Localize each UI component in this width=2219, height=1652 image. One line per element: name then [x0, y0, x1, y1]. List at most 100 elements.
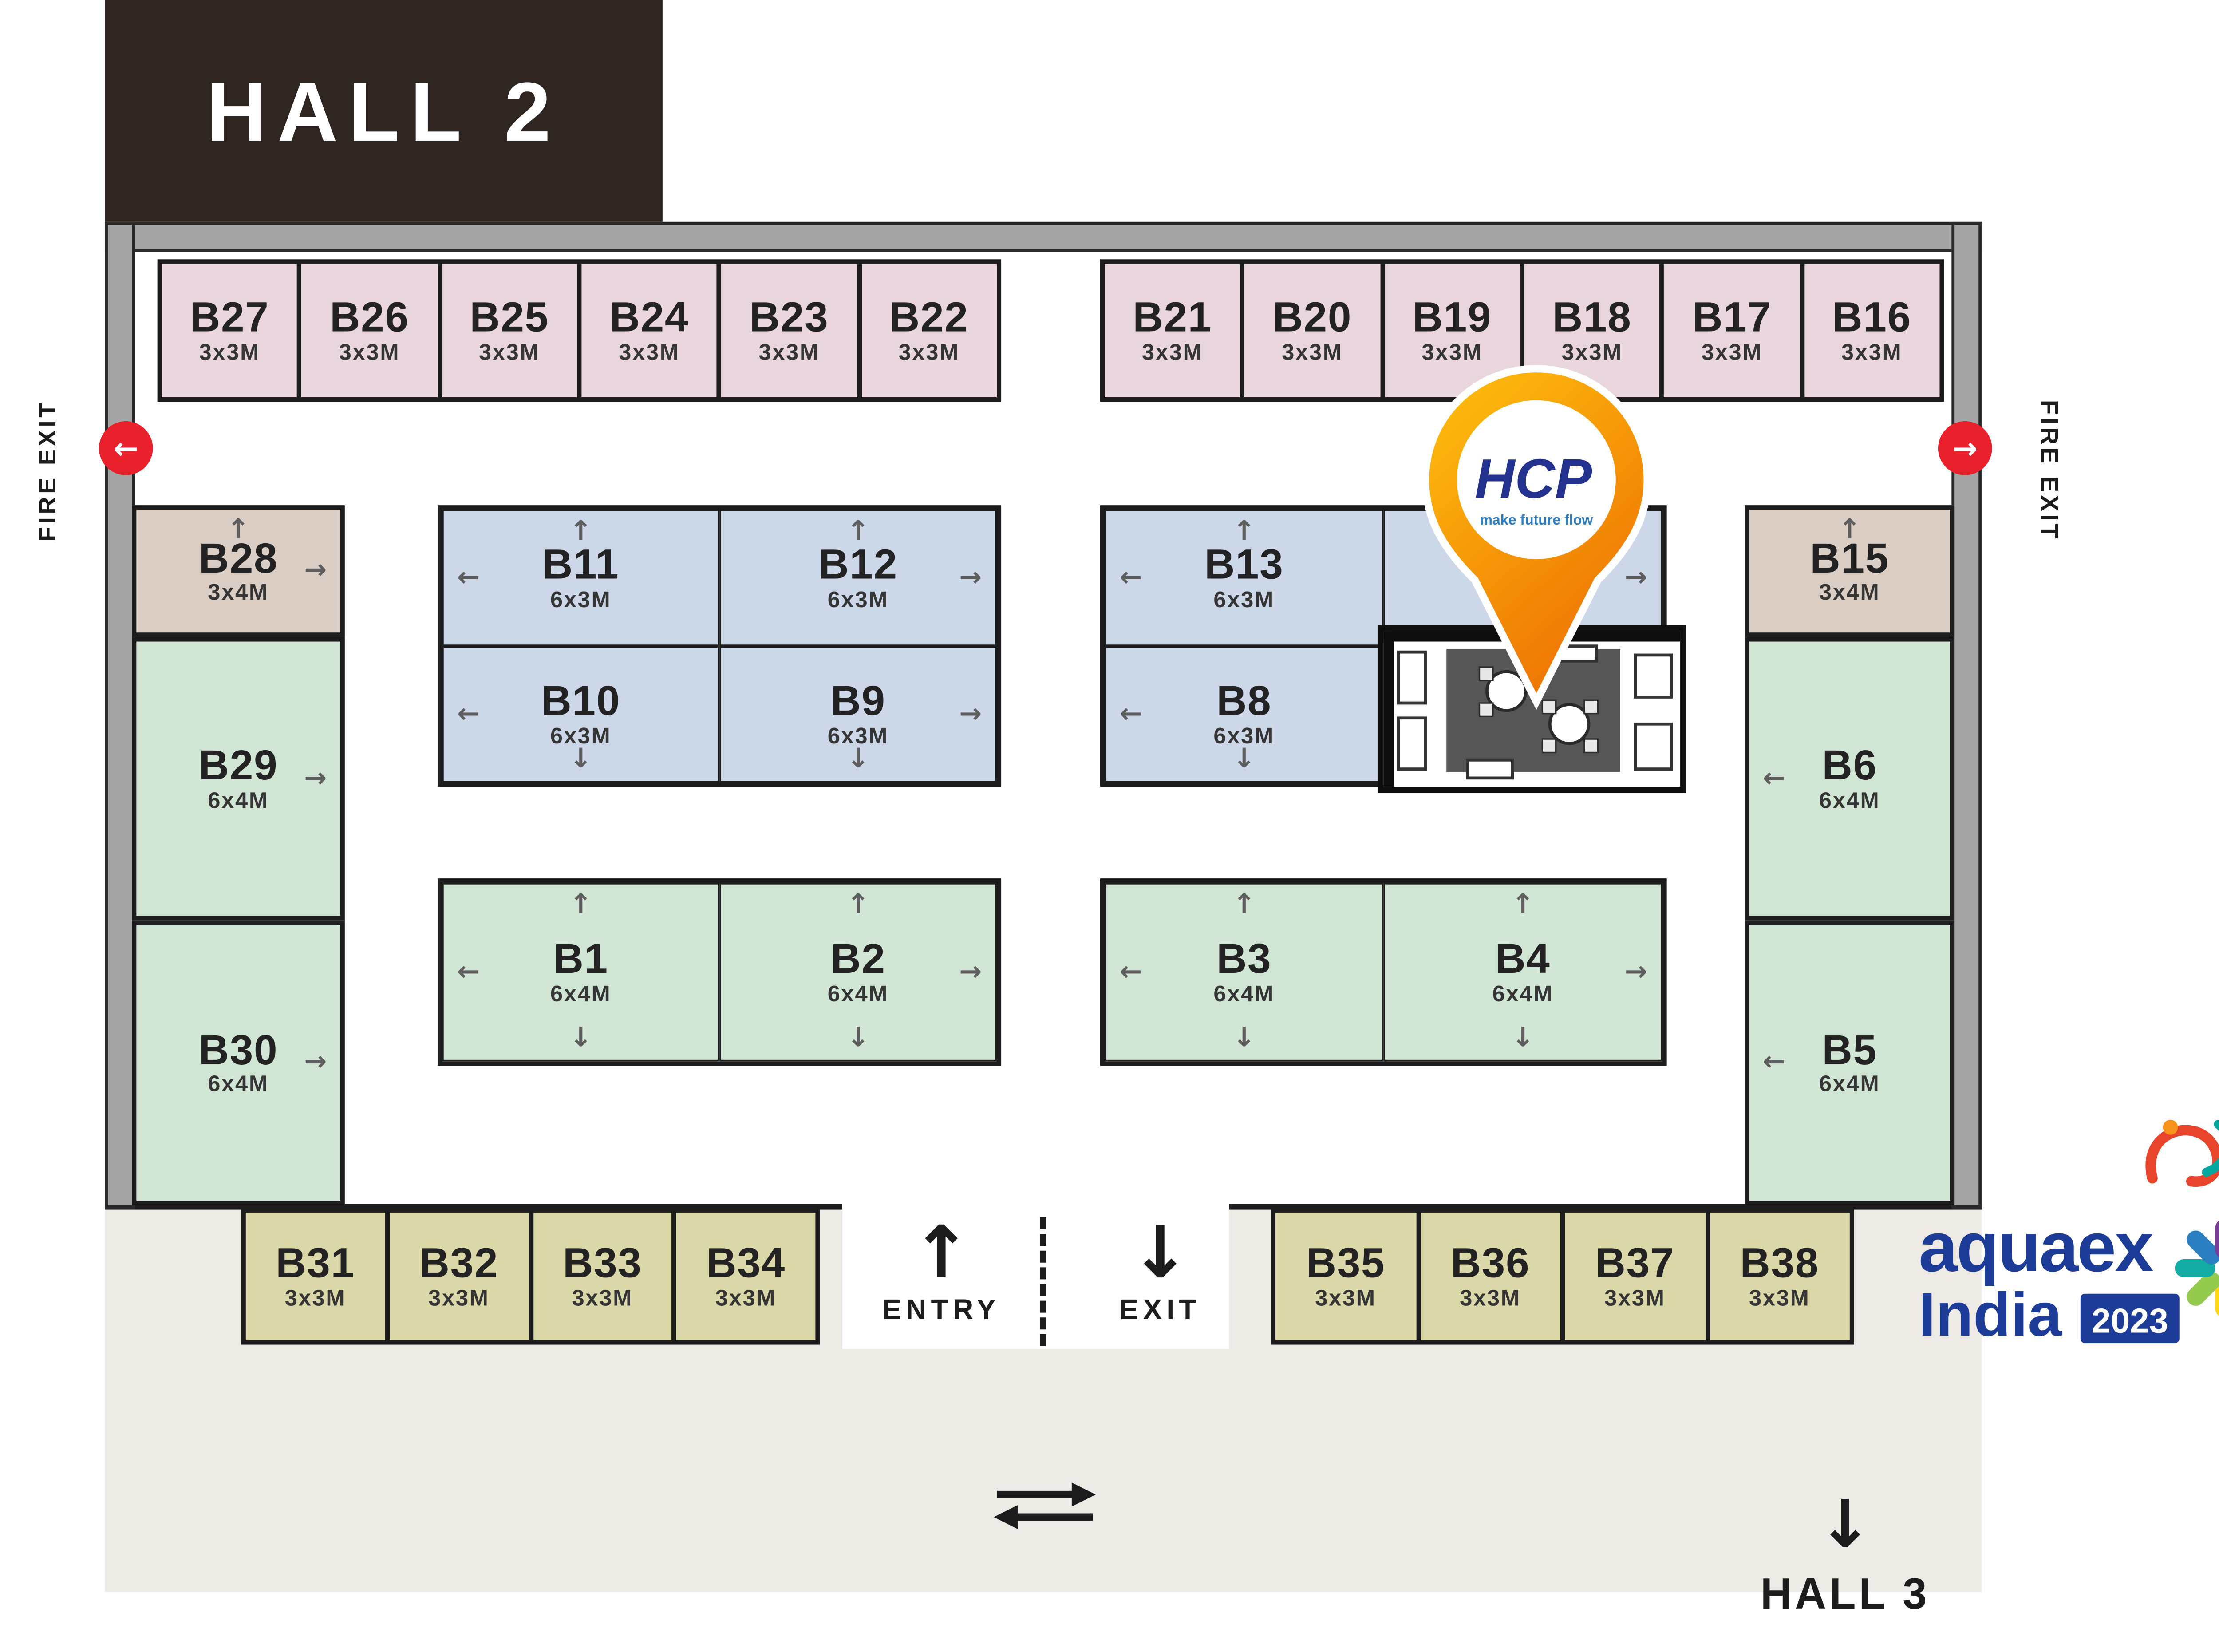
hcp-tagline: make future flow — [1480, 512, 1593, 528]
arrow-up-icon: ↑ — [569, 515, 592, 547]
booth-size: 3x3M — [619, 340, 680, 366]
booth-size: 6x3M — [1213, 723, 1275, 749]
booth-size: 3x3M — [1315, 1285, 1376, 1312]
booth-size: 3x3M — [1701, 340, 1763, 366]
booth-id: B19 — [1412, 294, 1492, 341]
arrow-up-icon: ↑ — [911, 1211, 971, 1296]
arrow-left-icon: ← — [113, 430, 138, 466]
booth-id: B35 — [1306, 1240, 1386, 1287]
entry-exit-divider — [1040, 1217, 1046, 1346]
booth-size: 3x4M — [208, 580, 269, 606]
booth-b21: B21 3x3M — [1105, 264, 1245, 398]
booth-b33: B33 3x3M — [533, 1213, 677, 1340]
brand-pinwheel-icon — [2175, 1218, 2219, 1318]
booth-id: B13 — [1204, 541, 1284, 588]
booth-id: B38 — [1740, 1240, 1820, 1287]
arrow-left-icon: ← — [457, 956, 480, 988]
booth-id: B33 — [563, 1240, 642, 1287]
booth-size: 6x4M — [827, 981, 889, 1007]
booth-id: B22 — [889, 294, 969, 341]
arrow-left-icon: ← — [1119, 698, 1142, 730]
hall-title: HALL 2 — [206, 63, 561, 158]
booth-b2: ↑ → ↓ B2 6x4M — [719, 883, 997, 1062]
booth-b12: ↑ → B12 6x3M — [719, 510, 997, 646]
booth-id: B36 — [1450, 1240, 1530, 1287]
fire-exit-label-left: FIRE EXIT — [36, 400, 62, 542]
arrow-down-icon: ↓ — [1511, 1022, 1534, 1054]
arrow-left-icon: ← — [1762, 762, 1785, 794]
hall-title-block: HALL 2 — [105, 0, 663, 222]
booth-b10: ← ↓ B10 6x3M — [442, 646, 720, 783]
booth-b37: B37 3x3M — [1565, 1213, 1710, 1340]
booth-size: 3x3M — [478, 340, 540, 366]
booth-b35: B35 3x3M — [1275, 1213, 1421, 1340]
booth-size: 6x4M — [1492, 981, 1554, 1007]
booth-b3: ↑ ← ↓ B3 6x4M — [1105, 883, 1384, 1062]
booth-row-bottom-right: B35 3x3M B36 3x3M B37 3x3M B38 3x3M — [1271, 1208, 1854, 1345]
booth-id: B29 — [198, 742, 278, 789]
booth-b36: B36 3x3M — [1420, 1213, 1565, 1340]
booth-id: B11 — [542, 541, 620, 588]
booth-id: B34 — [706, 1240, 786, 1287]
booth-b32: B32 3x3M — [389, 1213, 533, 1340]
exit-label: EXIT — [1119, 1295, 1201, 1327]
booth-b16: B16 3x3M — [1804, 264, 1940, 398]
arrow-right-icon: → — [1624, 956, 1647, 988]
hall3-direction: ↓ HALL 3 — [1718, 1492, 1973, 1620]
booth-size: 6x3M — [550, 587, 612, 613]
booth-b22: B22 3x3M — [861, 264, 997, 398]
booth-id: B12 — [818, 541, 898, 588]
arrow-right-icon: → — [959, 698, 982, 730]
booth-id: B3 — [1216, 936, 1272, 983]
booth-size: 3x3M — [1460, 1285, 1521, 1312]
booth-size: 3x3M — [199, 340, 261, 366]
arrow-up-icon: ↑ — [847, 515, 870, 547]
entry-exit-corridor — [842, 1199, 1229, 1349]
booth-size: 3x3M — [339, 340, 400, 366]
arrow-left-icon: ← — [457, 561, 480, 593]
island-lower-right: ↑ ← ↓ B3 6x4M ↑ → ↓ B4 6x4M — [1100, 878, 1667, 1066]
booth-id: B6 — [1822, 742, 1877, 789]
arrow-up-icon: ↑ — [227, 514, 250, 546]
booth-b4: ↑ → ↓ B4 6x4M — [1383, 883, 1662, 1062]
booth-id: B2 — [830, 936, 886, 983]
booth-b9: → ↓ B9 6x3M — [719, 646, 997, 783]
booth-b24: B24 3x3M — [581, 264, 722, 398]
island-lower-left: ↑ ← ↓ B1 6x4M ↑ → ↓ B2 6x4M — [438, 878, 1002, 1066]
booth-b17: B17 3x3M — [1664, 264, 1804, 398]
booth-size: 3x3M — [1841, 340, 1903, 366]
booth-b13: ↑ ← B13 6x3M — [1105, 510, 1384, 646]
booth-id: B15 — [1810, 535, 1890, 581]
booth-id: B26 — [330, 294, 409, 341]
booth-b15: ↑ B15 3x4M — [1745, 505, 1955, 637]
arrow-left-icon: ← — [1762, 1046, 1785, 1078]
booth-id: B1 — [553, 936, 608, 983]
two-way-arrow-icon — [994, 1482, 1096, 1529]
arrow-right-icon: → — [1624, 561, 1647, 593]
booth-b11: ↑ ← B11 6x3M — [442, 510, 720, 646]
arrow-right-icon: → — [1952, 430, 1978, 466]
booth-size: 3x3M — [898, 340, 960, 366]
booth-size: 6x4M — [208, 1072, 269, 1098]
booth-id: B24 — [609, 294, 689, 341]
booth-row-bottom-left: B31 3x3M B32 3x3M B33 3x3M B34 3x3M — [241, 1208, 820, 1345]
arrow-down-icon: ↓ — [1232, 743, 1256, 775]
booth-size: 3x4M — [1819, 580, 1880, 606]
arrow-up-icon: ↑ — [569, 889, 592, 921]
booth-b34: B34 3x3M — [676, 1213, 816, 1340]
booth-size: 3x3M — [1282, 340, 1343, 366]
arrow-right-icon: → — [304, 762, 327, 794]
booth-b26: B26 3x3M — [301, 264, 442, 398]
booth-size: 3x3M — [1561, 340, 1623, 366]
brand-year: 2023 — [2092, 1302, 2168, 1340]
booth-size: 3x3M — [1141, 340, 1203, 366]
booth-size: 3x3M — [572, 1285, 633, 1312]
brand-swirl-icon — [2145, 1119, 2219, 1187]
booth-id: B9 — [830, 678, 886, 725]
booth-b38: B38 3x3M — [1709, 1213, 1850, 1340]
booth-b29: → B29 6x4M — [132, 637, 345, 921]
fire-exit-marker-left: ← — [99, 421, 153, 475]
booth-size: 3x3M — [758, 340, 820, 366]
wall-right — [1951, 221, 1982, 1209]
